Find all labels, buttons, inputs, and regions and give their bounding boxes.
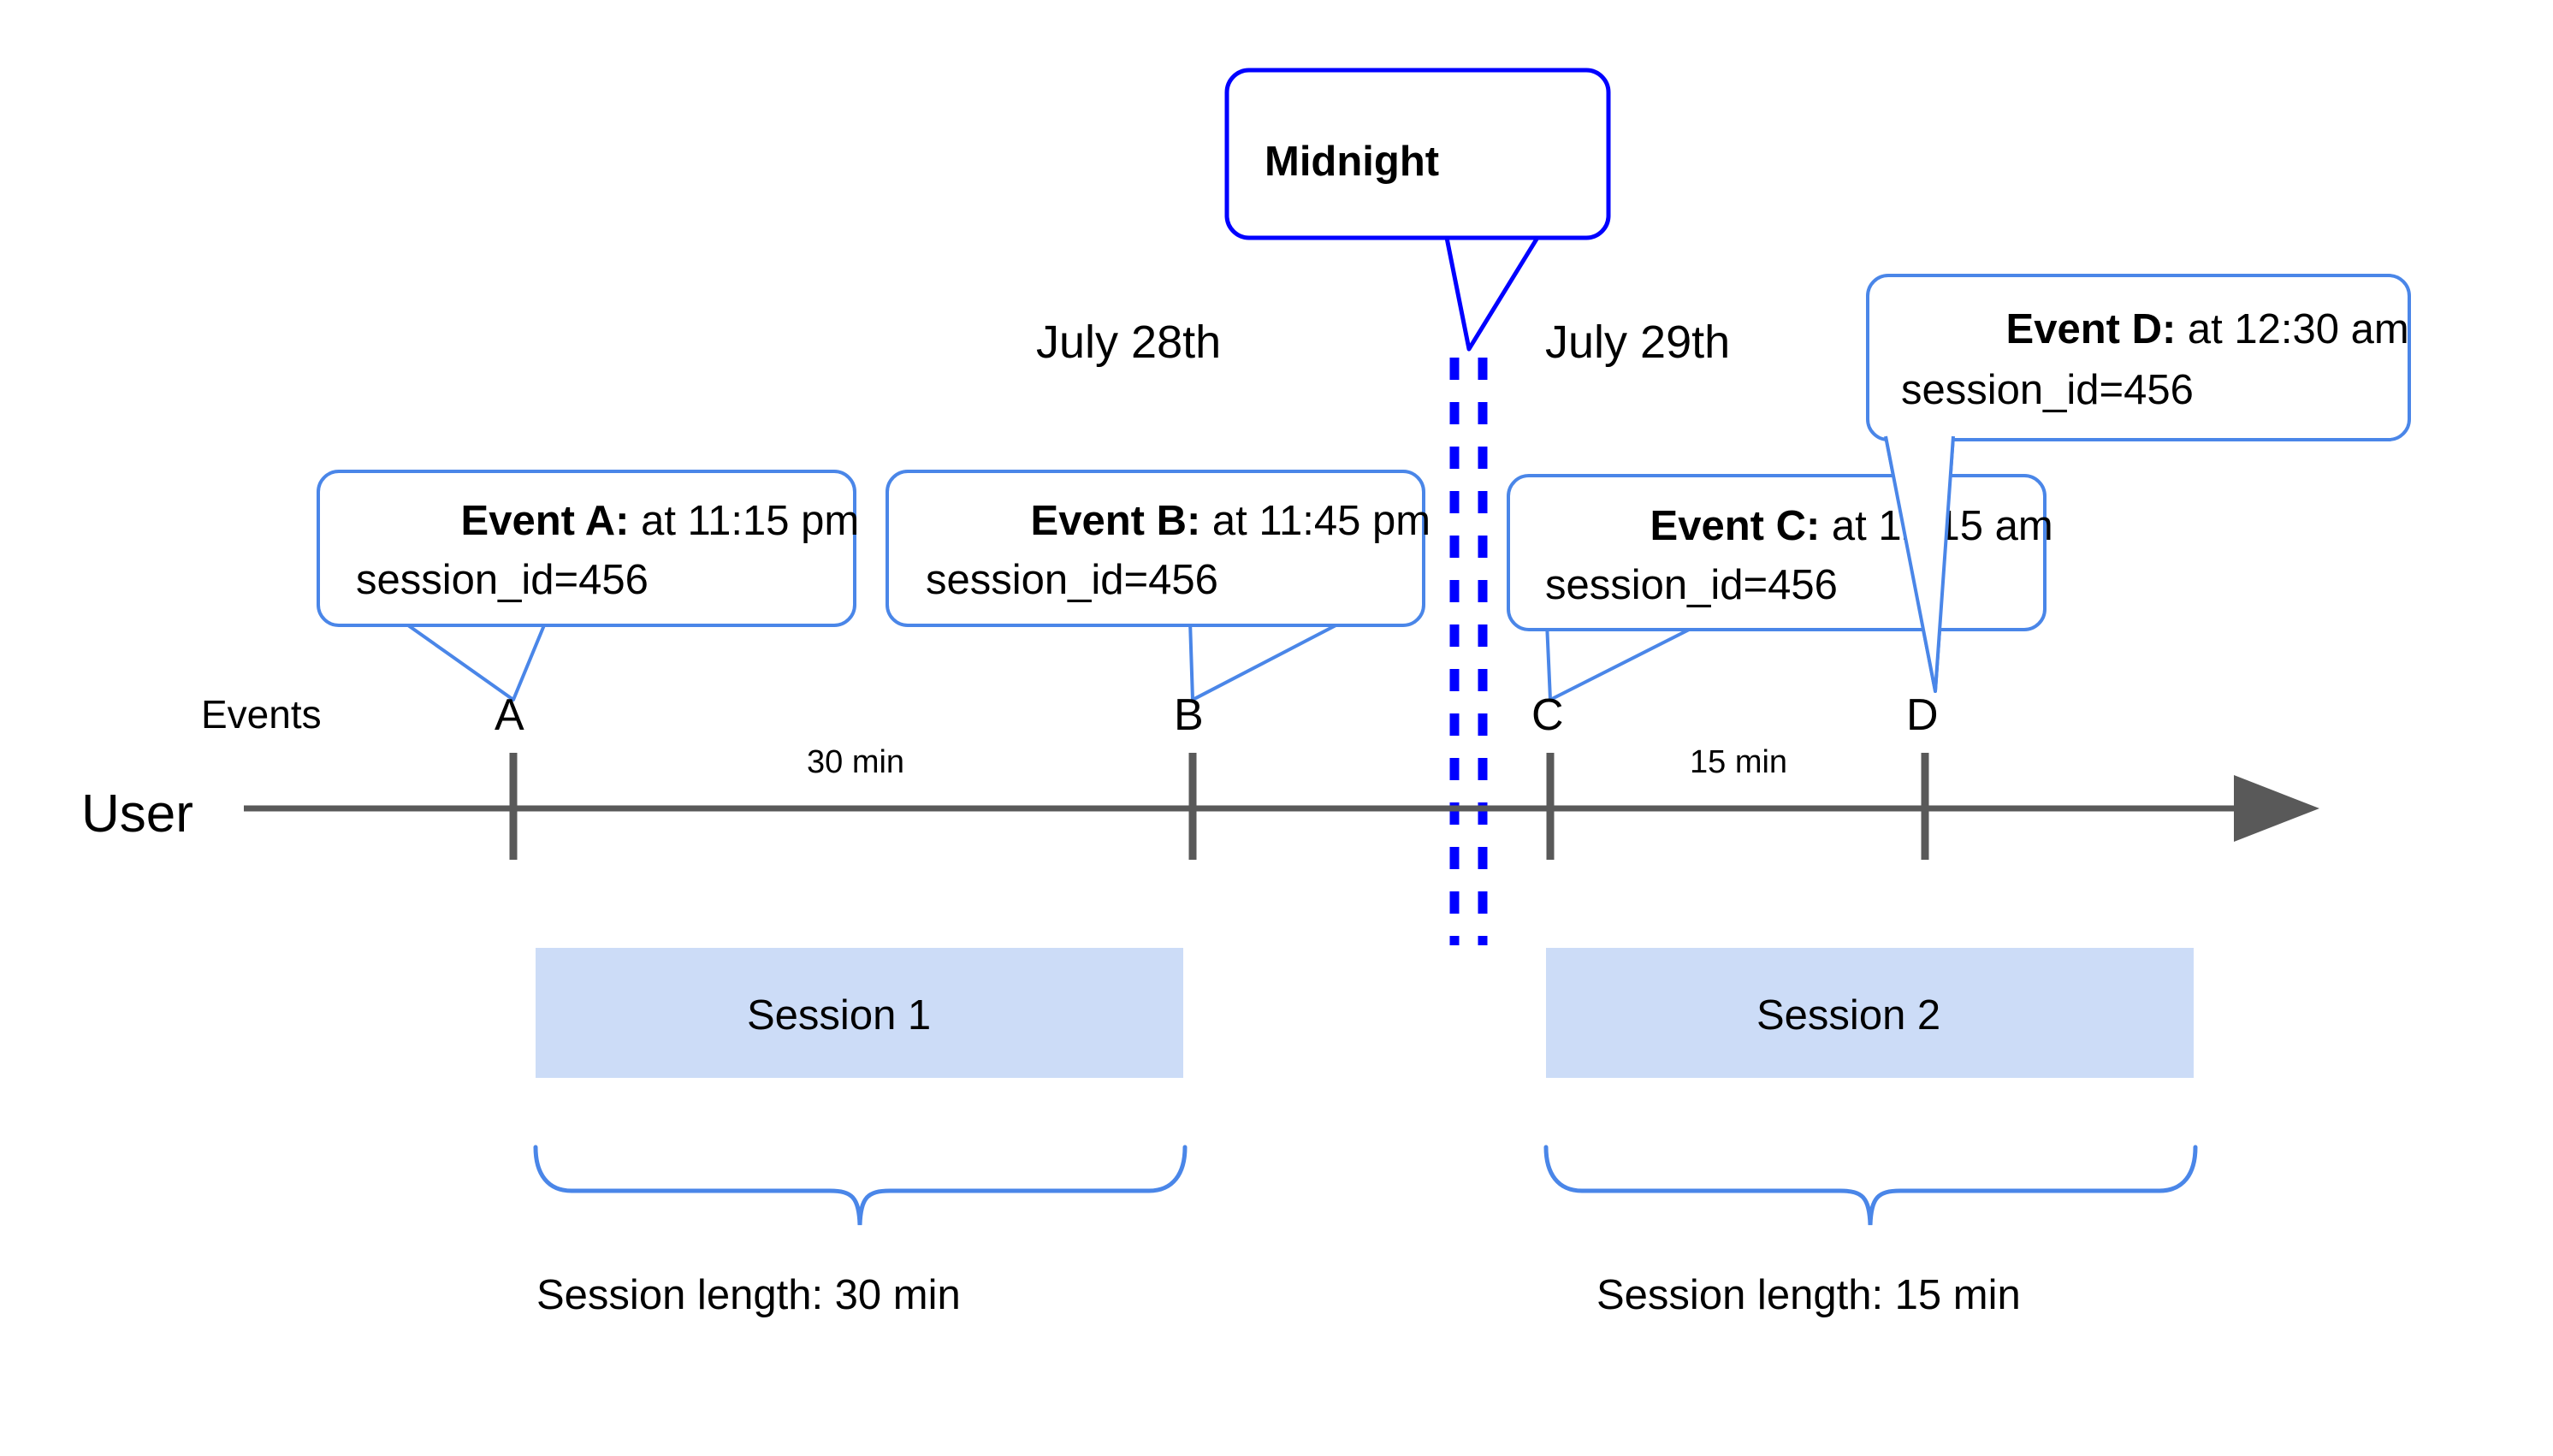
timeline-axis — [244, 753, 2319, 860]
session-2-box — [1546, 948, 2194, 1078]
session-1-caption: Session length: 30 min — [536, 1272, 961, 1318]
callout-event-d-line1: Event D: at 12:30 am — [1901, 306, 2491, 352]
midnight-callout-tail — [1443, 231, 1543, 352]
session-2-group[interactable]: Session 2 Session length: 15 min — [1543, 948, 2198, 1318]
session-2-caption: Session length: 15 min — [1596, 1272, 2021, 1318]
callout-event-c-line2: session_id=456 — [1545, 562, 1838, 608]
midnight-label: Midnight — [1265, 139, 1439, 185]
callout-event-b[interactable]: Event B: at 11:45 pm session_id=456 — [886, 470, 1512, 701]
callout-event-a-box — [317, 470, 856, 627]
events-row-label: Events — [201, 692, 322, 737]
duration-label-ab: 30 min — [807, 744, 904, 780]
marker-label-a: A — [495, 690, 524, 740]
callout-event-c[interactable]: Event C: at 12:15 am session_id=456 — [1507, 474, 2135, 701]
midnight-callout[interactable]: Midnight — [1224, 68, 1611, 352]
axis-arrowhead-icon — [2234, 775, 2319, 842]
marker-label-c: C — [1531, 690, 1564, 740]
midnight-callout-box — [1224, 68, 1611, 240]
callout-event-b-title: Event B: — [1031, 498, 1201, 544]
callout-event-a[interactable]: Event A: at 11:15 pm session_id=456 — [317, 470, 941, 701]
callout-event-b-box — [886, 470, 1425, 627]
callout-event-d-box — [1866, 274, 2411, 441]
session-2-label: Session 2 — [1756, 992, 1940, 1039]
callout-event-a-tail — [400, 619, 548, 701]
callout-event-a-line1: Event A: at 11:15 pm — [356, 498, 941, 544]
callout-event-d-tail-overlay — [1884, 435, 1955, 693]
callout-event-b-line2: session_id=456 — [926, 557, 1218, 603]
user-row-label: User — [81, 784, 193, 843]
callout-event-d-title: Event D: — [2006, 306, 2177, 352]
callout-event-d-line2: session_id=456 — [1901, 367, 2194, 413]
callout-event-b-line1: Event B: at 11:45 pm — [926, 498, 1512, 544]
callout-event-c-tail — [1545, 621, 1704, 701]
callout-event-c-line1: Event C: at 12:15 am — [1545, 503, 2135, 549]
callout-event-b-detail: at 11:45 pm — [1200, 498, 1431, 544]
callout-event-d-detail: at 12:30 am — [2176, 306, 2408, 352]
marker-label-d: D — [1906, 690, 1939, 740]
callout-event-a-title: Event A: — [461, 498, 630, 544]
midnight-divider — [1449, 358, 1488, 945]
callout-event-a-detail: at 11:15 pm — [629, 498, 859, 544]
callout-event-b-tail — [1188, 619, 1346, 701]
date-label-right: July 29th — [1545, 317, 1730, 368]
session-1-brace — [533, 1145, 1188, 1226]
marker-label-b: B — [1174, 690, 1204, 740]
callout-event-a-line2: session_id=456 — [356, 557, 649, 603]
date-label-left: July 28th — [1036, 317, 1221, 368]
session-2-brace — [1543, 1145, 2198, 1226]
duration-label-cd: 15 min — [1690, 744, 1787, 780]
callout-event-c-title: Event C: — [1650, 503, 1821, 549]
session-1-box — [536, 948, 1183, 1078]
session-1-group[interactable]: Session 1 Session length: 30 min — [533, 948, 1188, 1318]
session-1-label: Session 1 — [747, 992, 931, 1039]
